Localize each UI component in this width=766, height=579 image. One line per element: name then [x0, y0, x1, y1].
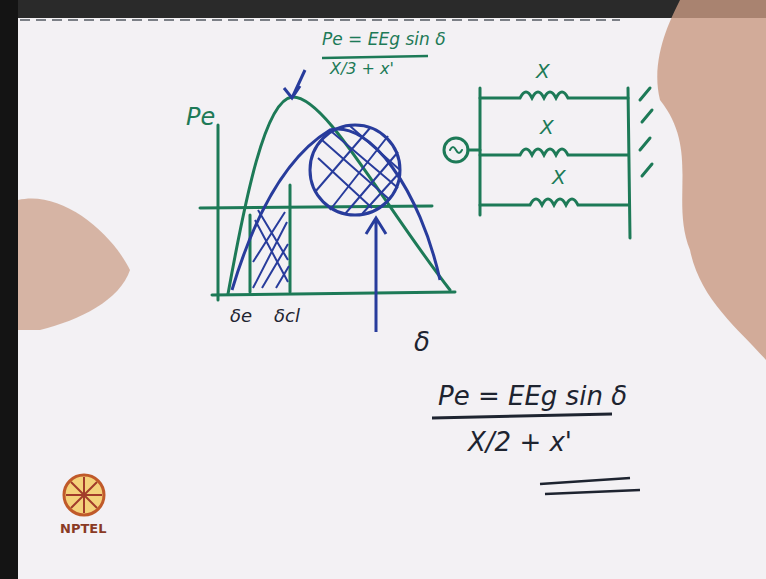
label: X/3 + x': [330, 60, 394, 78]
logo: [64, 475, 104, 515]
fraction-bar: [432, 414, 612, 418]
ground-hatch: [640, 88, 652, 176]
power-curve-outer: [228, 97, 450, 294]
delta-cl-line: [289, 185, 292, 292]
underline: [540, 478, 630, 484]
inductor-symbol: [480, 92, 628, 98]
label: Pe = EEg sin δ: [322, 30, 446, 49]
generator-symbol: [450, 147, 462, 153]
label: X: [536, 60, 550, 82]
label: δcl: [274, 306, 300, 326]
arrow: [284, 70, 305, 98]
delta-e-line: [249, 215, 252, 292]
paper-edge: [20, 19, 620, 21]
label: Pe: [186, 104, 215, 130]
label: X/2 + x': [468, 428, 572, 457]
label: δ: [414, 328, 430, 357]
mechanical-power-line: [200, 206, 432, 208]
label: NPTEL: [60, 522, 106, 536]
label: δe: [230, 306, 252, 326]
dark-edge: [0, 0, 766, 18]
inductor-symbol: [480, 149, 628, 155]
generator-symbol: [444, 138, 468, 162]
label: X: [540, 116, 554, 138]
wire: [468, 149, 480, 152]
dark-edge: [0, 0, 18, 579]
label: Pe = EEg sin δ: [438, 382, 627, 411]
accelerating-area: [310, 125, 400, 215]
label: X: [552, 166, 566, 188]
x-axis: [212, 292, 455, 295]
inductor-symbol: [480, 199, 628, 205]
hatch: [315, 126, 400, 214]
hand: [18, 198, 130, 330]
underline: [545, 490, 640, 494]
fraction-bar: [322, 56, 428, 58]
hand: [657, 0, 766, 360]
hatch: [253, 210, 289, 288]
y-axis: [217, 125, 220, 300]
logo: [66, 477, 102, 513]
arrow: [366, 218, 386, 332]
bus: [479, 88, 482, 215]
bus: [628, 88, 630, 238]
